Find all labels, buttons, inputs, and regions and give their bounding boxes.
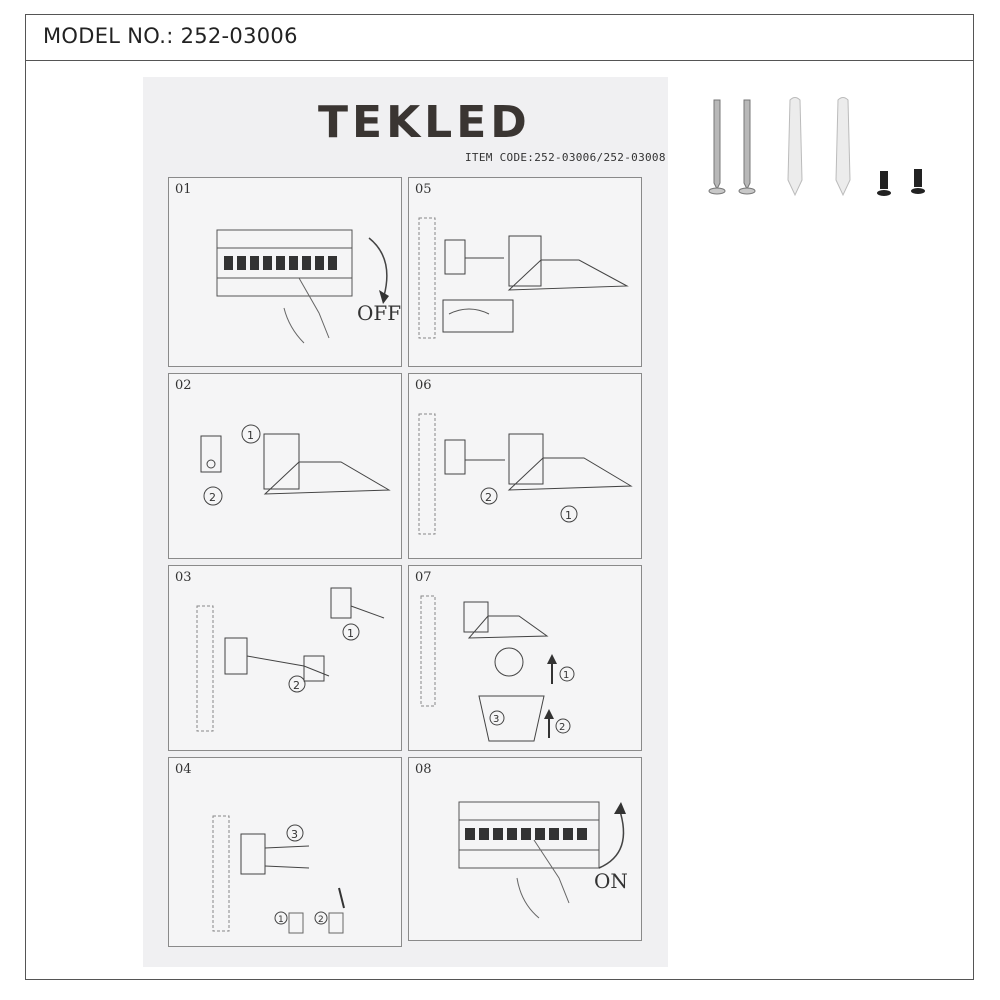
marker-2: 2 — [209, 491, 216, 504]
marker-1: 1 — [563, 670, 569, 681]
on-label: ON — [594, 869, 628, 893]
header-bar: MODEL NO.: 252-03006 — [26, 15, 973, 61]
bracket-removal-illustration: 1 2 — [200, 424, 391, 506]
step-number: 05 — [415, 182, 432, 197]
marker-2: 2 — [559, 722, 565, 733]
connection-illustration: 2 1 — [418, 413, 633, 535]
step-number: 08 — [415, 762, 432, 777]
marker-1: 1 — [347, 627, 354, 640]
wall-plug-icon — [835, 97, 851, 197]
brand-logo: TEKLED — [318, 97, 531, 148]
breaker-on-illustration: ON — [458, 801, 628, 919]
step-panel-03: 03 2 1 — [168, 565, 402, 751]
bolt-icon — [877, 171, 891, 196]
wiring-illustration — [418, 217, 629, 339]
screw-icon — [708, 99, 726, 195]
instruction-sheet: TEKLED ITEM CODE:252-03006/252-03008 01 … — [143, 77, 668, 967]
step-panel-04: 04 3 1 2 — [168, 757, 402, 947]
step-panel-02: 02 1 2 — [168, 373, 402, 559]
accessories-group — [700, 95, 960, 205]
marker-2: 2 — [318, 915, 324, 925]
step-panel-06: 06 2 1 — [408, 373, 642, 559]
drilling-illustration: 2 1 — [196, 587, 385, 732]
step-number: 01 — [175, 182, 192, 197]
screw-icon — [738, 99, 756, 195]
step-panel-07: 07 1 3 2 — [408, 565, 642, 751]
model-number: MODEL NO.: 252-03006 — [43, 24, 298, 48]
wall-plug-icon — [787, 97, 803, 197]
step-number: 07 — [415, 570, 432, 585]
marker-2: 2 — [485, 491, 492, 504]
step-number: 03 — [175, 570, 192, 585]
marker-1: 1 — [247, 429, 254, 442]
off-label: OFF — [357, 301, 401, 325]
marker-1: 1 — [278, 915, 284, 925]
step-number: 06 — [415, 378, 432, 393]
mounting-illustration: 3 1 2 — [212, 815, 345, 934]
step-panel-05: 05 — [408, 177, 642, 367]
step-number: 04 — [175, 762, 192, 777]
step-number: 02 — [175, 378, 192, 393]
breaker-off-illustration: OFF — [216, 229, 401, 344]
step-panel-08: 08 ON — [408, 757, 642, 941]
step-panel-01: 01 OFF — [168, 177, 402, 367]
bulb-install-illustration: 1 3 2 — [420, 595, 575, 742]
marker-1: 1 — [565, 509, 572, 522]
marker-2: 2 — [293, 679, 300, 692]
item-code: ITEM CODE:252-03006/252-03008 — [465, 151, 666, 164]
marker-3: 3 — [291, 828, 298, 841]
product-frame: MODEL NO.: 252-03006 — [25, 14, 974, 980]
marker-3: 3 — [493, 714, 499, 725]
bolt-icon — [911, 169, 925, 194]
